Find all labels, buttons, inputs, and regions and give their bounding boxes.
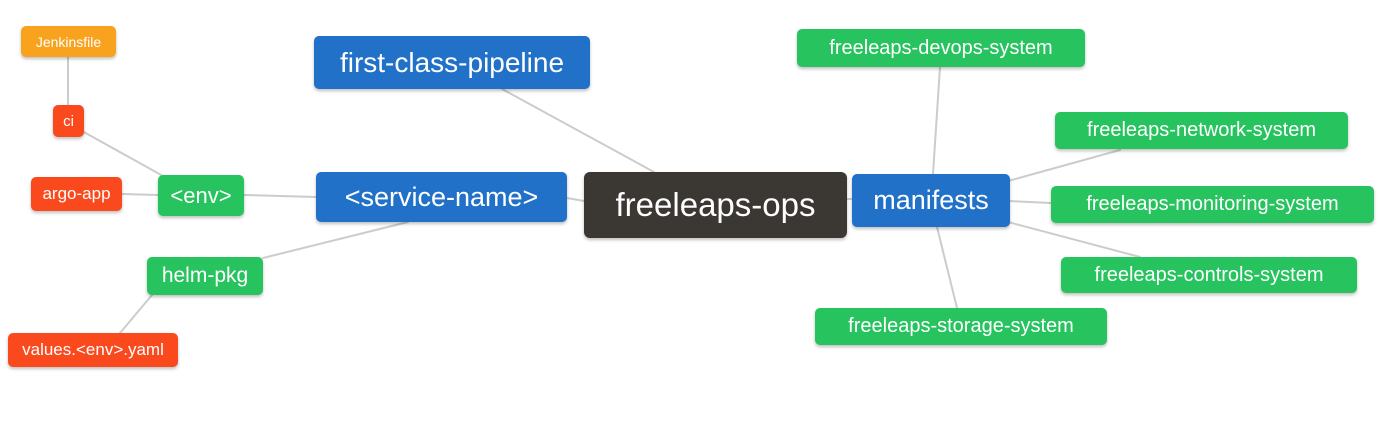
edge-ci-env bbox=[81, 130, 164, 177]
node-freeleaps-storage-system[interactable]: freeleaps-storage-system bbox=[815, 308, 1107, 345]
edge-manifests-storage bbox=[936, 226, 958, 309]
edge-argo-app-env bbox=[121, 193, 159, 196]
edge-service-name-ops bbox=[566, 197, 585, 202]
node-freeleaps-ops-root[interactable]: freeleaps-ops bbox=[584, 172, 847, 238]
node-helm-pkg[interactable]: helm-pkg bbox=[147, 257, 263, 295]
edge-helm-pkg-values bbox=[119, 294, 153, 334]
node-first-class-pipeline[interactable]: first-class-pipeline bbox=[314, 36, 590, 89]
edge-env-service-name bbox=[243, 194, 317, 198]
node-env[interactable]: <env> bbox=[158, 175, 244, 216]
node-manifests[interactable]: manifests bbox=[852, 174, 1010, 227]
node-freeleaps-monitoring-system[interactable]: freeleaps-monitoring-system bbox=[1051, 186, 1374, 223]
node-argo-app[interactable]: argo-app bbox=[31, 177, 122, 211]
edge-pipeline-freeleaps-ops bbox=[501, 88, 655, 173]
node-ci[interactable]: ci bbox=[53, 105, 84, 137]
node-freeleaps-network-system[interactable]: freeleaps-network-system bbox=[1055, 112, 1348, 149]
edge-manifests-monitoring bbox=[1007, 200, 1052, 204]
node-service-name[interactable]: <service-name> bbox=[316, 172, 567, 222]
node-freeleaps-controls-system[interactable]: freeleaps-controls-system bbox=[1061, 257, 1357, 293]
node-values-env-yaml[interactable]: values.<env>.yaml bbox=[8, 333, 178, 367]
edge-manifests-controls bbox=[1007, 221, 1141, 258]
edge-service-name-helm-pkg bbox=[262, 221, 409, 259]
edge-manifests-network bbox=[1007, 149, 1121, 182]
node-freeleaps-devops-system[interactable]: freeleaps-devops-system bbox=[797, 29, 1085, 67]
node-jenkinsfile[interactable]: Jenkinsfile bbox=[21, 26, 116, 57]
edge-manifests-devops bbox=[932, 66, 941, 175]
